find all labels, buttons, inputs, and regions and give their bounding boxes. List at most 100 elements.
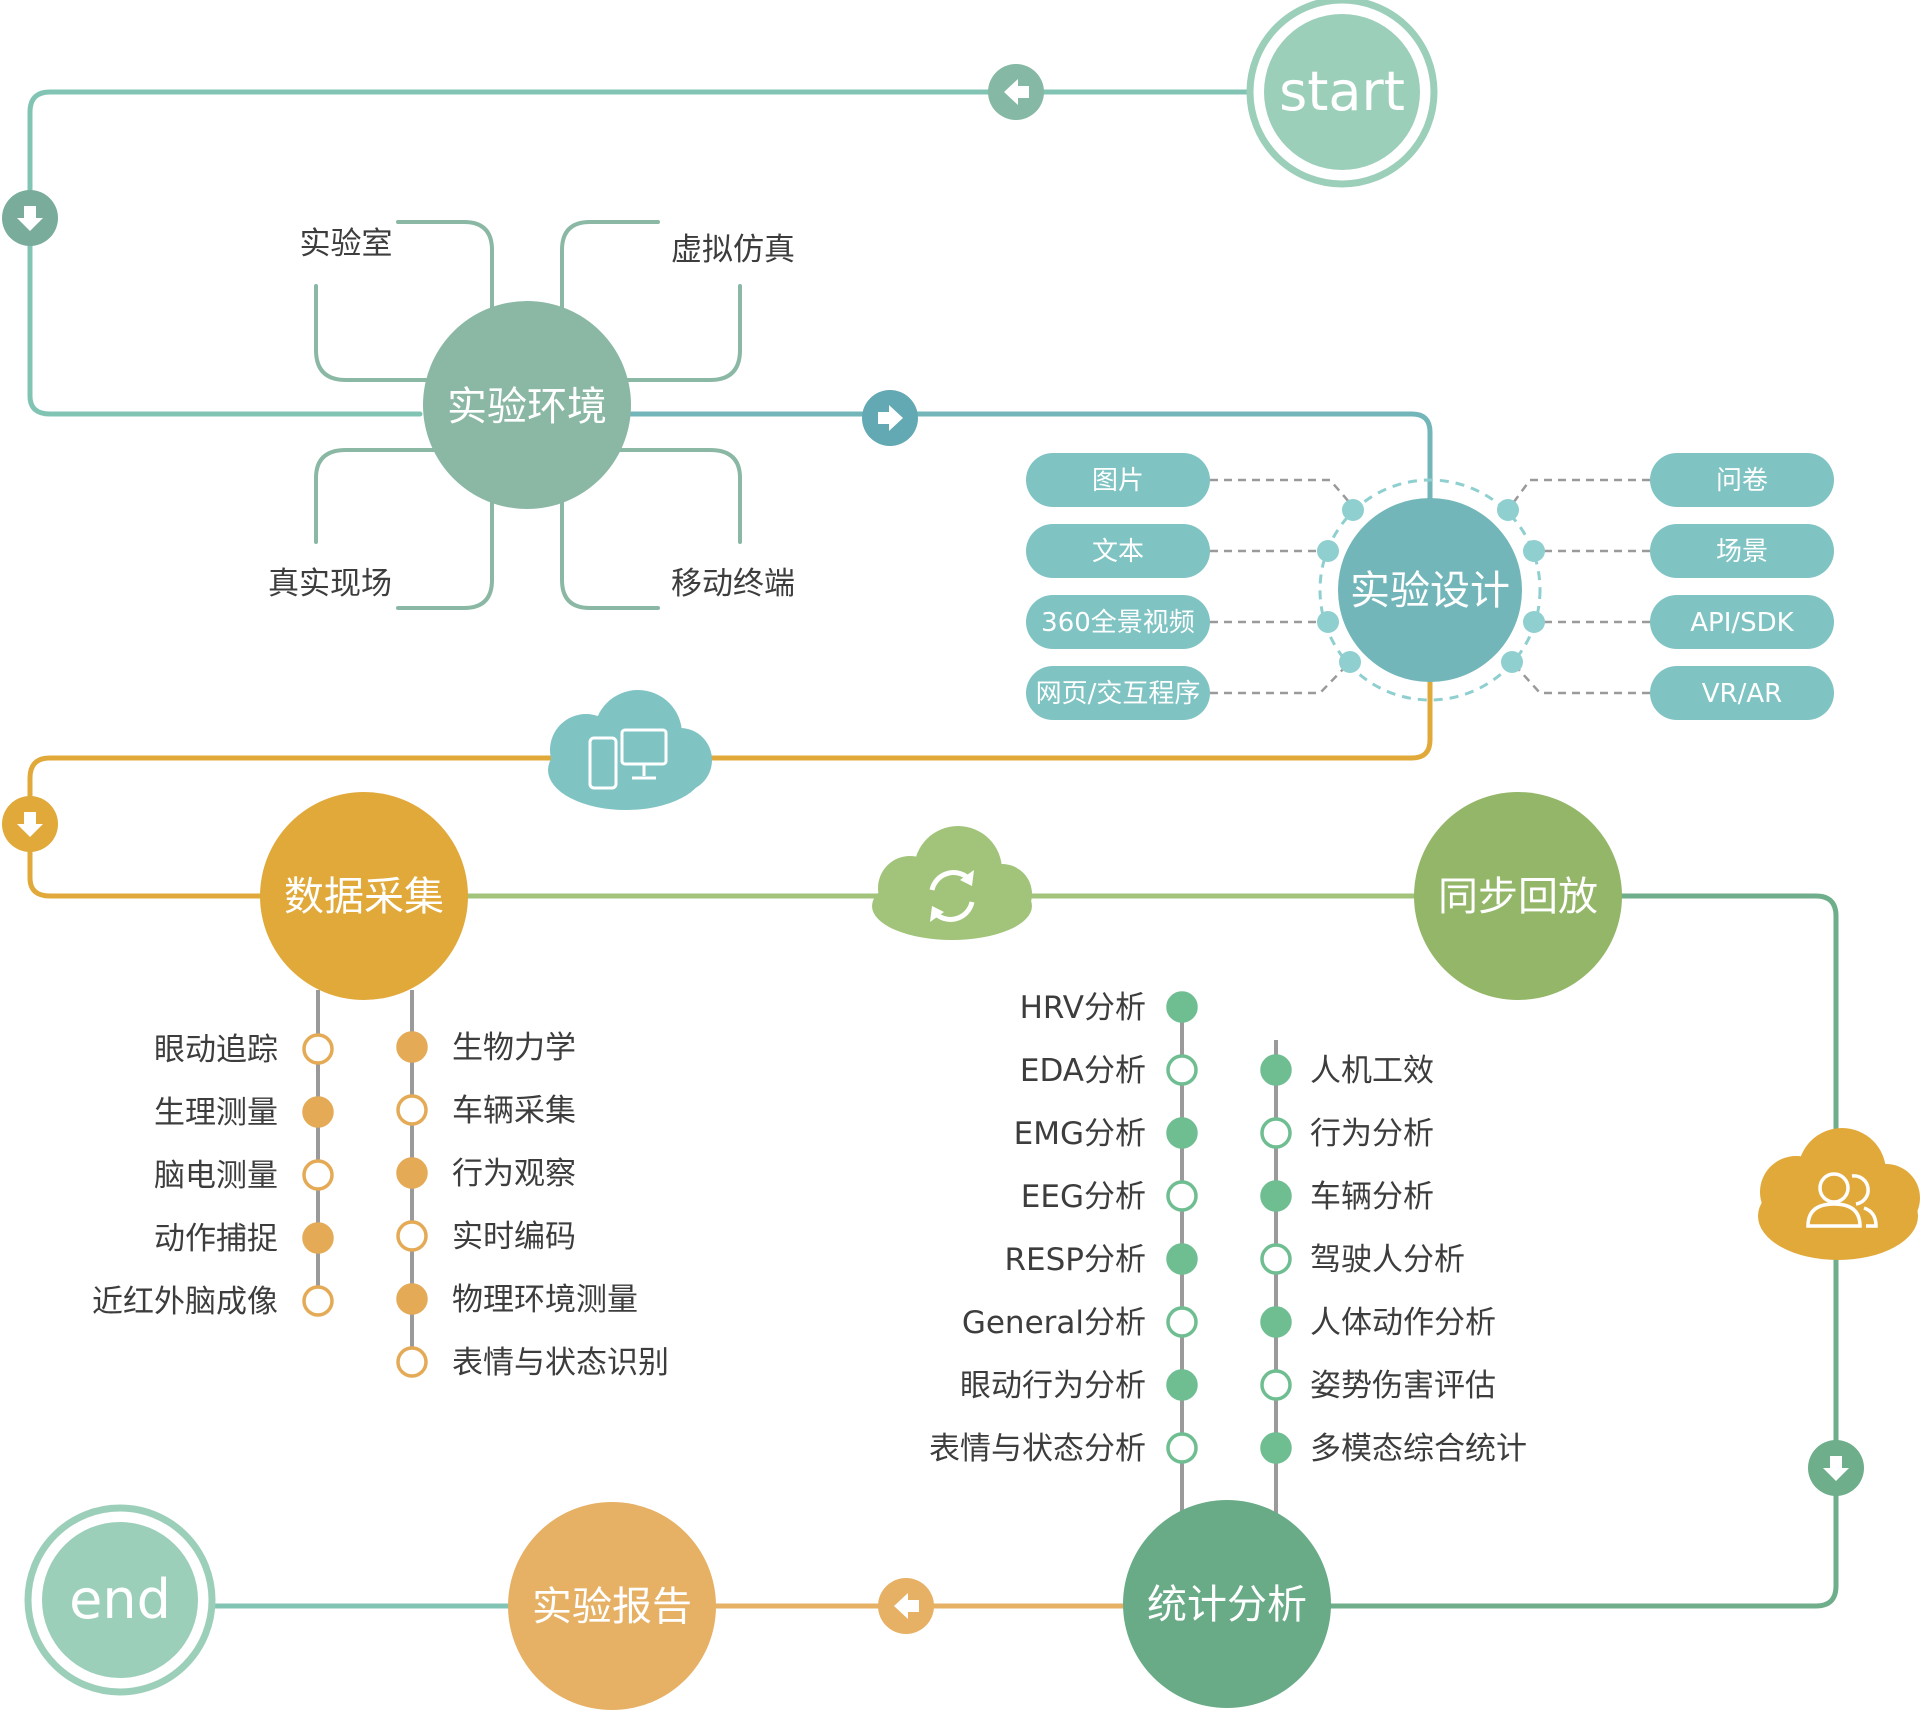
- devices-cloud-icon: [548, 690, 712, 810]
- collect-node: 数据采集: [260, 792, 468, 1000]
- stimulus-pill: 问卷: [1650, 453, 1834, 507]
- stats-node: 统计分析: [1123, 1500, 1331, 1708]
- rail-item-label: 眼动行为分析: [960, 1368, 1146, 1404]
- rail-item: RESP分析: [1005, 1242, 1198, 1278]
- rail-marker: [1166, 1117, 1198, 1149]
- design-ring-dots: [1317, 499, 1545, 673]
- rail-item-label: 眼动追踪: [154, 1032, 278, 1068]
- arrow-down-icon: [1808, 1440, 1864, 1496]
- rail-item: 驾驶人分析: [1260, 1242, 1465, 1278]
- stats-items-left: HRV分析EDA分析EMG分析EEG分析RESP分析General分析眼动行为分…: [929, 990, 1198, 1467]
- arrow-down-icon: [2, 796, 58, 852]
- rail-marker: [1166, 1432, 1198, 1464]
- stimulus-pill-label: 场景: [1716, 537, 1768, 567]
- rail-item: 多模态综合统计: [1260, 1431, 1527, 1467]
- rail-item: 表情与状态分析: [929, 1431, 1198, 1467]
- rail-marker: [302, 1159, 334, 1191]
- rail-marker: [1260, 1117, 1292, 1149]
- rail-item-label: 人体动作分析: [1310, 1305, 1496, 1341]
- rail-item-label: 多模态综合统计: [1310, 1431, 1527, 1467]
- rail-item: General分析: [962, 1305, 1198, 1341]
- rail-marker: [396, 1220, 428, 1252]
- sync-cloud-icon: [872, 826, 1032, 940]
- stimulus-pill: API/SDK: [1650, 595, 1834, 649]
- design-connectors: [1210, 478, 1650, 695]
- rail-item-label: EMG分析: [1014, 1116, 1146, 1152]
- stimulus-pill-label: 文本: [1092, 537, 1144, 567]
- rail-item-label: EEG分析: [1021, 1179, 1146, 1215]
- design-label: 实验设计: [1350, 568, 1510, 614]
- flow-line-start-env: [27, 89, 1261, 417]
- rail-item: 表情与状态识别: [396, 1345, 669, 1381]
- env-node: 实验环境: [423, 301, 631, 509]
- rail-item-label: 脑电测量: [154, 1158, 278, 1194]
- rail-item: 脑电测量: [154, 1158, 334, 1194]
- start-node: start: [1246, 0, 1438, 188]
- rail-item-label: 车辆分析: [1310, 1179, 1434, 1215]
- rail-marker: [1166, 1243, 1198, 1275]
- rail-item: HRV分析: [1020, 990, 1198, 1026]
- rail-marker: [302, 1222, 334, 1254]
- design-node: 实验设计: [1338, 498, 1522, 682]
- rail-marker: [1260, 1180, 1292, 1212]
- rail-item-label: 表情与状态识别: [452, 1345, 669, 1381]
- stimulus-pill-label: 网页/交互程序: [1036, 679, 1201, 709]
- rail-item: 人机工效: [1260, 1053, 1434, 1089]
- rail-marker: [396, 1094, 428, 1126]
- env-item-virtual: 虚拟仿真: [671, 232, 795, 268]
- rail-item-label: 生理测量: [154, 1095, 278, 1131]
- end-node: end: [24, 1504, 216, 1696]
- stats-label: 统计分析: [1147, 1582, 1307, 1628]
- start-label: start: [1279, 60, 1405, 123]
- flow-line-design-collect: [27, 677, 1433, 899]
- arrow-right-icon: [862, 390, 918, 446]
- rail-item-label: 近红外脑成像: [92, 1284, 278, 1320]
- rail-item: 近红外脑成像: [92, 1284, 334, 1320]
- rail-marker: [1166, 1180, 1198, 1212]
- rail-marker: [396, 1283, 428, 1315]
- stimulus-pill: 图片: [1026, 453, 1210, 507]
- collect-label: 数据采集: [284, 874, 444, 920]
- rail-item: 实时编码: [396, 1219, 576, 1255]
- rail-marker: [1166, 1306, 1198, 1338]
- rail-marker: [1260, 1054, 1292, 1086]
- rail-item-label: General分析: [962, 1305, 1146, 1341]
- rail-item: 车辆采集: [396, 1093, 576, 1129]
- env-item-mobile: 移动终端: [671, 566, 795, 602]
- rail-item: 生物力学: [396, 1030, 576, 1066]
- stimulus-pill-label: 360全景视频: [1041, 608, 1195, 638]
- rail-item: 物理环境测量: [396, 1282, 638, 1318]
- report-node: 实验报告: [508, 1502, 716, 1710]
- stimulus-pill: VR/AR: [1650, 666, 1834, 720]
- rail-marker: [1260, 1243, 1292, 1275]
- arrow-down-icon: [2, 190, 58, 246]
- rail-marker: [1166, 1054, 1198, 1086]
- rail-item-label: 车辆采集: [452, 1093, 576, 1129]
- rail-item: 生理测量: [154, 1095, 334, 1131]
- rail-item: 车辆分析: [1260, 1179, 1434, 1215]
- stimulus-pill: 文本: [1026, 524, 1210, 578]
- rail-marker: [1260, 1369, 1292, 1401]
- rail-marker: [302, 1285, 334, 1317]
- rail-item: EMG分析: [1014, 1116, 1198, 1152]
- rail-item: 行为观察: [396, 1156, 576, 1192]
- rail-item: 眼动行为分析: [960, 1368, 1198, 1404]
- rail-item-label: HRV分析: [1020, 990, 1146, 1026]
- rail-item-label: RESP分析: [1005, 1242, 1147, 1278]
- end-label: end: [69, 1568, 171, 1631]
- rail-item: EEG分析: [1021, 1179, 1198, 1215]
- env-branches: [314, 220, 742, 610]
- rail-item-label: 动作捕捉: [154, 1221, 278, 1257]
- report-label: 实验报告: [532, 1584, 692, 1630]
- flow-line-env-design: [627, 411, 1433, 503]
- design-ring: [1318, 478, 1542, 702]
- rail-marker: [1166, 991, 1198, 1023]
- stimulus-pill-label: VR/AR: [1702, 679, 1782, 709]
- rail-item-label: 物理环境测量: [452, 1282, 638, 1318]
- stimulus-pill-label: 问卷: [1716, 466, 1768, 496]
